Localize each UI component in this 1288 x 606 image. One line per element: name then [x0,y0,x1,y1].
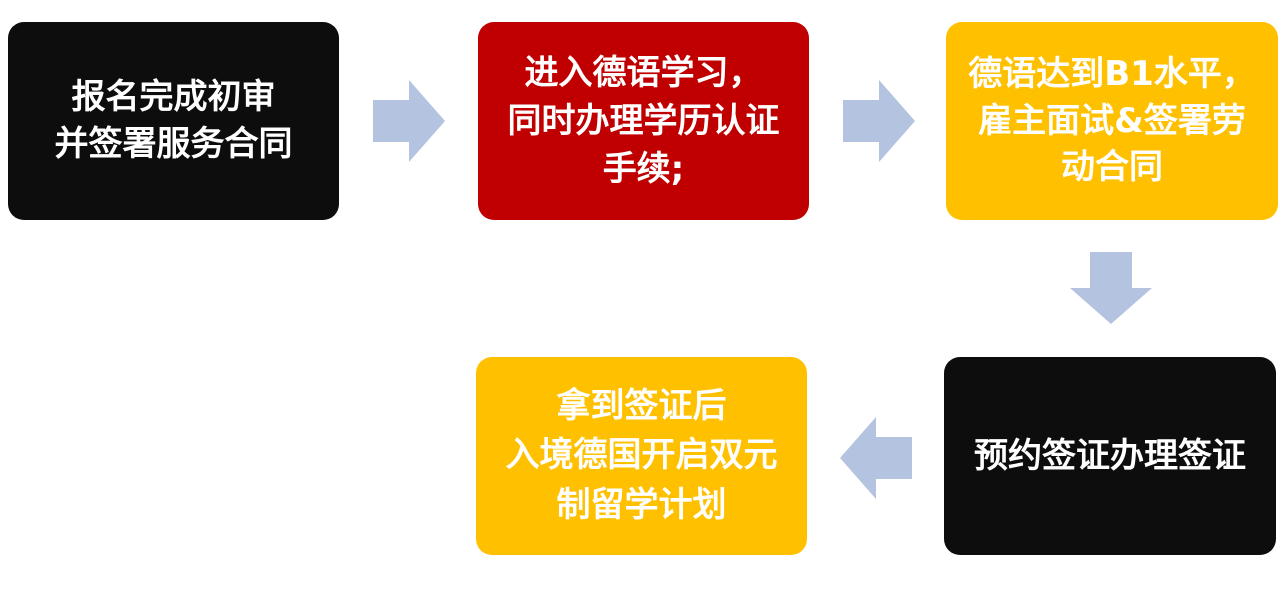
step-4-box: 预约签证办理签证 [944,357,1276,555]
step-2-box: 进入德语学习， 同时办理学历认证 手续; [478,22,809,220]
arrow-left-icon [840,417,912,499]
step-3-line-3: 动合同 [1061,147,1163,188]
arrow-right-icon [373,80,445,162]
step-3-box: 德语达到B1水平， 雇主面试&签署劳 动合同 [946,22,1278,220]
step-2-line-3: 手续; [602,149,685,190]
step-2-line-2: 同时办理学历认证 [507,100,780,141]
step-3-line-2: 雇主面试&签署劳 [978,100,1246,141]
step-5-line-2: 入境德国开启双元 [505,435,778,476]
step-3-line-1: 德语达到B1水平， [968,53,1256,94]
step-1-box: 报名完成初审 并签署服务合同 [8,22,339,220]
step-4-line-1: 预约签证办理签证 [974,435,1246,476]
arrow-right-icon [843,80,915,162]
step-5-line-1: 拿到签证后 [556,386,727,427]
step-5-line-3: 制留学计划 [556,484,727,525]
step-1-line-2: 并签署服务合同 [54,124,293,164]
step-5-box: 拿到签证后 入境德国开启双元 制留学计划 [476,357,807,555]
step-2-line-1: 进入德语学习， [524,52,763,93]
step-1-line-1: 报名完成初审 [71,77,276,118]
arrow-down-icon [1070,252,1152,324]
